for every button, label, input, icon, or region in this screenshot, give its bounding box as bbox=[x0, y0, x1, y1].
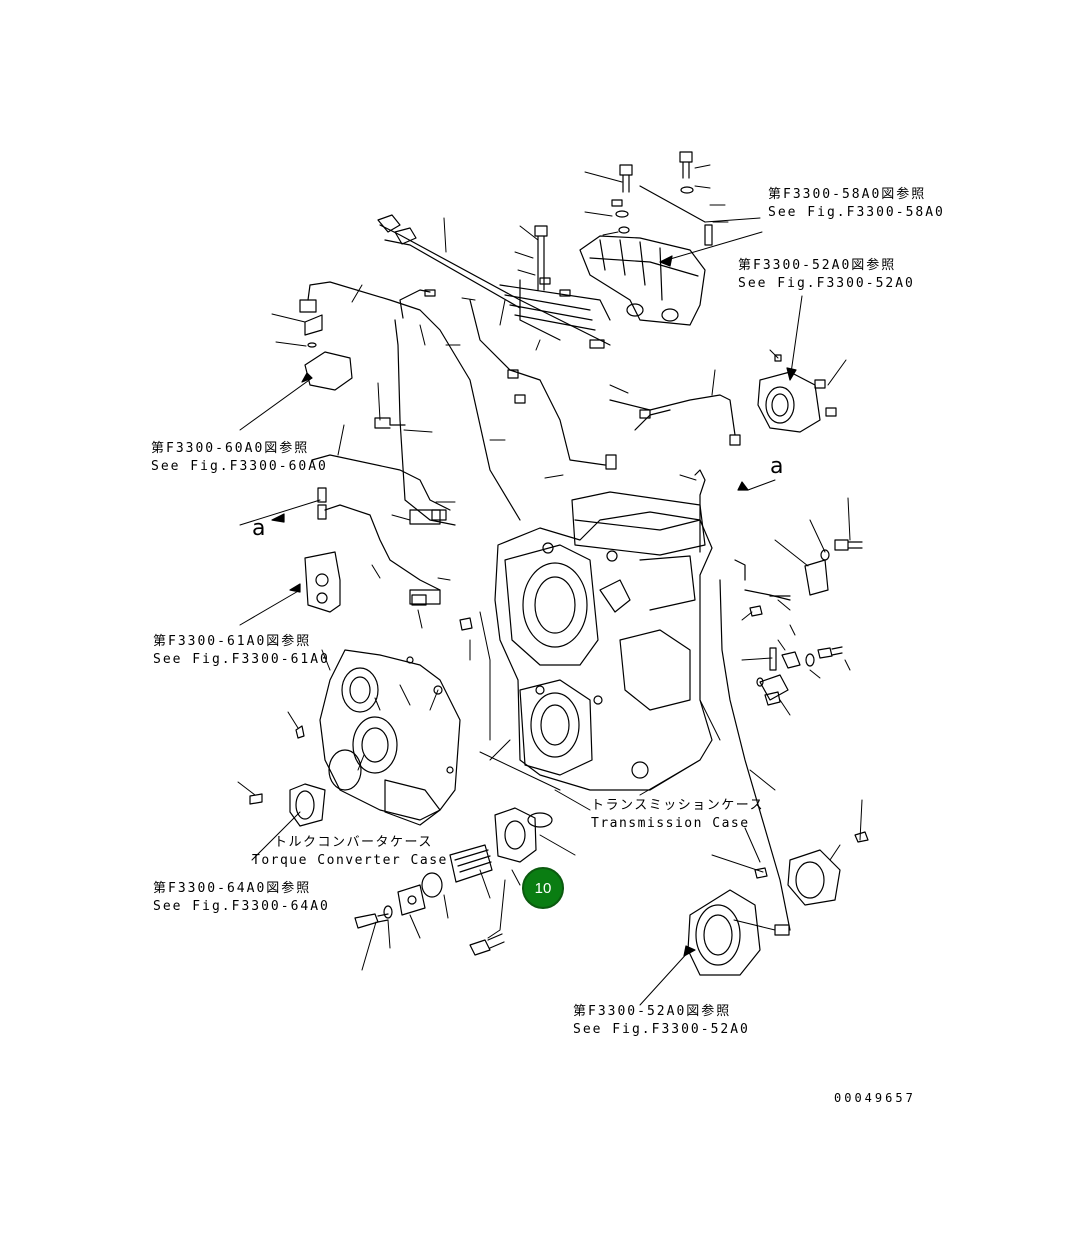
transmission-case-label-jp: トランスミッションケース bbox=[591, 798, 765, 813]
left-small-parts bbox=[250, 315, 472, 826]
reference-f61a0-jp: 第F3300-61A0図参照 bbox=[153, 634, 312, 649]
connector-a-left: a bbox=[252, 516, 266, 541]
torque-converter-case-label-jp: トルクコンバータケース bbox=[274, 835, 433, 850]
reference-f52a0-top: 第F3300-52A0図参照 See Fig.F3300-52A0 bbox=[738, 257, 915, 293]
part-callout-10[interactable]: 10 bbox=[522, 867, 564, 909]
torque-converter-case-label-en: Torque Converter Case bbox=[252, 853, 448, 868]
connector-a-right: a bbox=[770, 454, 784, 479]
transmission-case-label-en: Transmission Case bbox=[591, 816, 750, 831]
reference-f64a0-jp: 第F3300-64A0図参照 bbox=[153, 881, 312, 896]
reference-f60a0: 第F3300-60A0図参照 See Fig.F3300-60A0 bbox=[151, 440, 328, 476]
reference-f52a0-top-jp: 第F3300-52A0図参照 bbox=[738, 258, 897, 273]
arrowheads bbox=[272, 256, 796, 956]
drawing-number: 00049657 bbox=[834, 1091, 916, 1105]
control-valve bbox=[580, 236, 705, 325]
reference-f64a0: 第F3300-64A0図参照 See Fig.F3300-64A0 bbox=[153, 880, 330, 916]
reference-f60a0-jp: 第F3300-60A0図参照 bbox=[151, 441, 310, 456]
reference-f58a0-jp: 第F3300-58A0図参照 bbox=[768, 187, 927, 202]
reference-f52a0-top-en: See Fig.F3300-52A0 bbox=[738, 276, 915, 291]
wiring-harness bbox=[378, 215, 610, 348]
leader-lines bbox=[238, 165, 862, 1005]
reference-f61a0: 第F3300-61A0図参照 See Fig.F3300-61A0 bbox=[153, 633, 330, 669]
reference-f58a0: 第F3300-58A0図参照 See Fig.F3300-58A0 bbox=[768, 186, 945, 222]
transmission-case-label: トランスミッションケース Transmission Case bbox=[591, 797, 764, 833]
reference-f52a0-bottom-jp: 第F3300-52A0図参照 bbox=[573, 1004, 732, 1019]
transmission-case bbox=[495, 492, 712, 790]
reference-f61a0-en: See Fig.F3300-61A0 bbox=[153, 652, 330, 667]
reference-f60a0-en: See Fig.F3300-60A0 bbox=[151, 459, 328, 474]
hydraulic-tubes bbox=[300, 282, 790, 935]
torque-converter-case bbox=[320, 650, 460, 825]
reference-f64a0-en: See Fig.F3300-64A0 bbox=[153, 899, 330, 914]
top-bolts bbox=[535, 152, 712, 290]
reference-f52a0-bottom-en: See Fig.F3300-52A0 bbox=[573, 1022, 750, 1037]
reference-f58a0-en: See Fig.F3300-58A0 bbox=[768, 205, 945, 220]
torque-converter-case-label: トルクコンバータケース Torque Converter Case bbox=[252, 834, 448, 870]
right-side-parts bbox=[688, 355, 868, 975]
strainer-parts bbox=[355, 808, 552, 955]
reference-f52a0-bottom: 第F3300-52A0図参照 See Fig.F3300-52A0 bbox=[573, 1003, 750, 1039]
